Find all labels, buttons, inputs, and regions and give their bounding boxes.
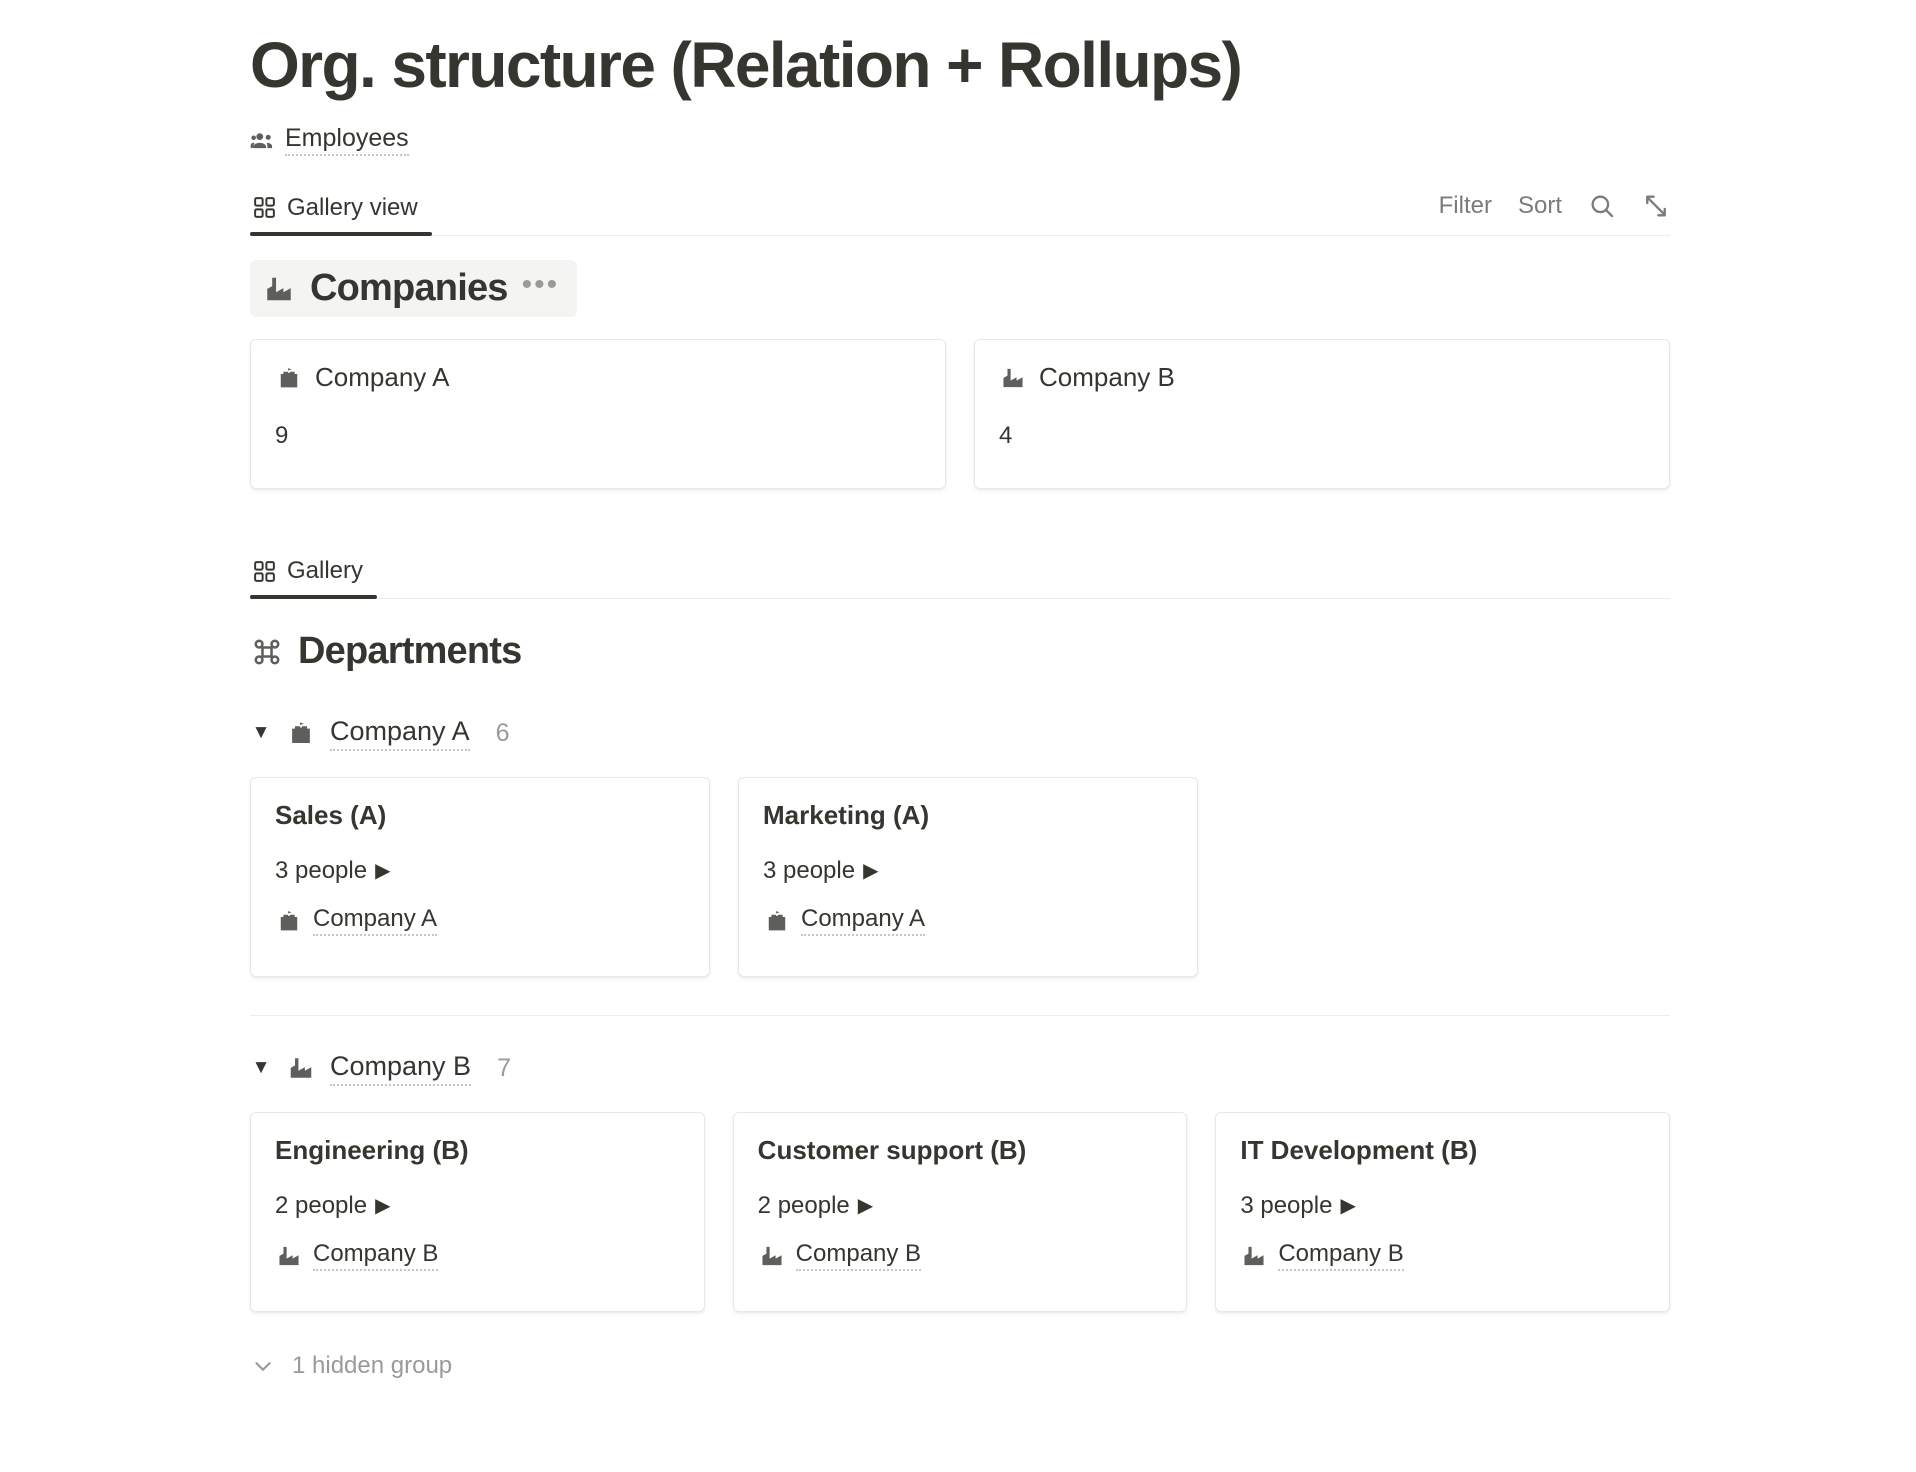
caret-down-icon[interactable]: ▼	[251, 722, 271, 744]
company-card-count: 9	[275, 421, 289, 449]
chevron-down-icon	[250, 1353, 276, 1379]
hidden-group-toggle[interactable]: 1 hidden group	[250, 1352, 1670, 1380]
company-card[interactable]: Company B 4	[974, 339, 1670, 490]
tab-gallery-label: Gallery	[287, 557, 364, 585]
department-card[interactable]: Marketing (A) 3 people ▶ Company A	[738, 777, 1198, 978]
company-card-name: Company A	[315, 362, 450, 393]
caret-down-icon[interactable]: ▼	[251, 1057, 271, 1079]
department-card-relation[interactable]: Company B	[758, 1240, 1163, 1272]
relation-link-label[interactable]: Company A	[801, 905, 926, 937]
school-building-icon	[763, 907, 791, 935]
gallery-grid-icon	[252, 195, 277, 220]
view-actions: Filter Sort	[1439, 192, 1670, 235]
departments-gallery-company-b: Engineering (B) 2 people ▶ Company B Cus…	[250, 1112, 1671, 1313]
company-card[interactable]: Company A 9	[250, 339, 946, 490]
spacer	[250, 489, 1670, 521]
tab-gallery-view[interactable]: Gallery view	[250, 193, 432, 236]
department-card-title: Sales (A)	[275, 800, 387, 831]
group-header-company-b[interactable]: ▼ Company B 7	[250, 1046, 1670, 1090]
factory-icon	[262, 272, 296, 306]
company-card-name: Company B	[1039, 362, 1175, 393]
sort-button[interactable]: Sort	[1517, 191, 1562, 219]
departments-title-text: Departments	[298, 630, 522, 673]
people-group-icon	[250, 128, 276, 154]
department-card-title: IT Development (B)	[1240, 1135, 1478, 1166]
factory-icon	[286, 1053, 316, 1083]
caret-right-icon[interactable]: ▶	[1340, 1195, 1356, 1218]
hidden-group-label: 1 hidden group	[292, 1352, 453, 1380]
department-card-relation[interactable]: Company A	[763, 905, 1173, 937]
group-count: 7	[497, 1053, 511, 1082]
gallery-grid-icon	[252, 559, 277, 584]
search-icon[interactable]	[1588, 192, 1616, 220]
company-card-count: 4	[999, 421, 1013, 449]
departments-gallery-company-a: Sales (A) 3 people ▶ Company A Marketing…	[250, 777, 1670, 978]
tab-active-underline	[250, 595, 378, 600]
tab-active-underline	[250, 231, 432, 236]
department-people-count: 3 people	[275, 857, 368, 885]
factory-icon	[275, 1242, 303, 1270]
company-card-title-row: Company A	[275, 362, 921, 393]
department-card-title: Customer support (B)	[757, 1135, 1027, 1166]
group-name-label[interactable]: Company A	[330, 716, 470, 751]
source-database-label: Employees	[285, 124, 409, 157]
group-divider	[250, 1015, 1670, 1017]
department-card-people[interactable]: 3 people ▶	[1240, 1192, 1645, 1220]
filter-button[interactable]: Filter	[1438, 191, 1492, 219]
view-toolbar: Gallery view Filter Sort	[250, 180, 1670, 236]
department-card-people[interactable]: 3 people ▶	[763, 857, 1173, 885]
department-card[interactable]: IT Development (B) 3 people ▶ Company B	[1215, 1112, 1671, 1313]
departments-view-tabs: Gallery	[250, 543, 378, 600]
caret-right-icon[interactable]: ▶	[863, 860, 879, 883]
source-database-link[interactable]: Employees	[250, 124, 1670, 158]
page-title: Org. structure (Relation + Rollups)	[250, 29, 1243, 101]
tab-gallery[interactable]: Gallery	[250, 557, 378, 600]
relation-link-label[interactable]: Company B	[795, 1240, 922, 1272]
departments-view-toolbar: Gallery	[250, 543, 1670, 600]
department-people-count: 3 people	[1240, 1192, 1333, 1220]
company-card-title-row: Company B	[999, 362, 1645, 393]
group-name-label[interactable]: Company B	[330, 1051, 472, 1086]
companies-gallery: Company A 9 Company B 4	[250, 339, 1670, 490]
school-building-icon	[286, 718, 316, 748]
department-people-count: 2 people	[275, 1192, 368, 1220]
expand-diagonal-icon[interactable]	[1642, 192, 1670, 220]
department-card-title: Engineering (B)	[275, 1135, 469, 1166]
department-card[interactable]: Customer support (B) 2 people ▶ Company …	[732, 1112, 1188, 1313]
relation-link-label[interactable]: Company B	[313, 1240, 439, 1272]
department-card-title: Marketing (A)	[763, 800, 930, 831]
relation-link-label[interactable]: Company A	[313, 905, 438, 937]
companies-database-title[interactable]: Companies •••	[250, 259, 578, 318]
department-card[interactable]: Engineering (B) 2 people ▶ Company B	[250, 1112, 705, 1313]
department-card-people[interactable]: 2 people ▶	[758, 1192, 1163, 1220]
companies-title-text: Companies	[310, 266, 508, 309]
page-content: Org. structure (Relation + Rollups) Empl…	[250, 0, 1671, 1380]
department-people-count: 3 people	[763, 857, 856, 885]
departments-database-title[interactable]: Departments	[250, 623, 540, 681]
ellipsis-icon[interactable]: •••	[521, 268, 560, 302]
department-card-relation[interactable]: Company B	[1240, 1240, 1645, 1272]
relation-link-label[interactable]: Company B	[1278, 1240, 1404, 1272]
factory-icon	[1240, 1242, 1268, 1270]
department-card-relation[interactable]: Company B	[275, 1240, 680, 1272]
school-building-icon	[275, 907, 303, 935]
caret-right-icon[interactable]: ▶	[375, 860, 391, 883]
caret-right-icon[interactable]: ▶	[375, 1195, 391, 1218]
school-building-icon	[275, 364, 303, 392]
group-count: 6	[495, 718, 510, 747]
factory-icon	[999, 364, 1027, 392]
caret-right-icon[interactable]: ▶	[857, 1195, 874, 1218]
tab-gallery-view-label: Gallery view	[287, 193, 418, 221]
command-place-icon	[250, 635, 284, 669]
department-card-people[interactable]: 2 people ▶	[275, 1192, 680, 1220]
department-people-count: 2 people	[757, 1192, 850, 1220]
factory-icon	[758, 1242, 786, 1270]
department-card[interactable]: Sales (A) 3 people ▶ Company A	[250, 777, 710, 978]
department-card-people[interactable]: 3 people ▶	[275, 857, 685, 885]
view-tabs: Gallery view	[250, 180, 432, 236]
department-card-relation[interactable]: Company A	[275, 905, 685, 937]
group-header-company-a[interactable]: ▼ Company A 6	[250, 711, 1670, 755]
